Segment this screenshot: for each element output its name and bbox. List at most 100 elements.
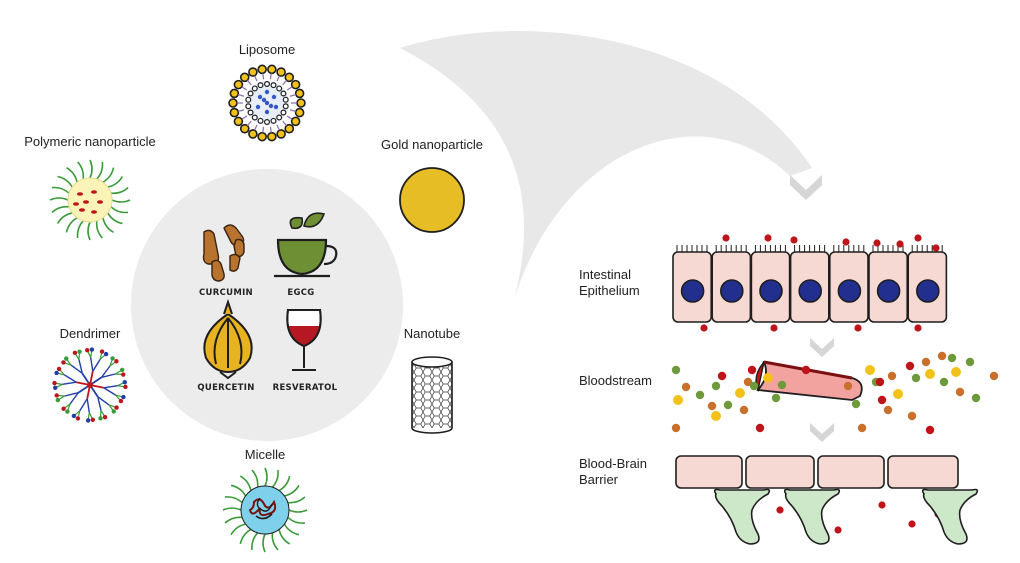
polymer-cargo [73,190,103,214]
gold-nanoparticle-icon [399,167,465,233]
micelle-label: Micelle [245,447,285,462]
polymer-chain [102,217,114,234]
polymer-chain [111,199,131,203]
lipid-tail [276,75,281,82]
polymer-chain [66,166,78,183]
lipid-head [245,96,252,103]
dendrimer-terminal [85,348,90,353]
dendrimer-terminal [54,370,59,376]
dendrimer-branch [103,384,118,389]
liposome-label: Liposome [239,42,295,57]
lipid-head [267,64,277,75]
particle [764,234,772,242]
particle [896,240,904,248]
dendrimer-terminal [114,359,119,364]
particle [790,236,798,244]
micelle-tail [251,469,259,488]
lipid-tail [289,109,296,113]
chevron-down-icon [810,338,834,357]
liposome-icon [228,64,306,142]
dendrimer-branch [97,396,102,411]
lipid-tail [241,115,248,120]
cargo-dot [271,94,277,100]
lipid-tail [282,120,288,127]
particle [673,395,683,405]
bbb-line1: Blood-Brain [579,456,647,471]
micelle-tail [262,533,266,553]
lipid-head [276,129,286,139]
lipid-head [290,79,301,90]
dendrimer-branch [78,359,83,374]
cargo-dot [91,190,97,194]
polymer-chain [95,220,103,239]
compounds-circle [131,169,403,441]
dendrimer-terminal [71,413,77,419]
particle [925,369,935,379]
micelle-tail [230,484,247,497]
lipid-head [280,109,287,116]
lipid-tail [269,73,272,80]
lipid-tail [238,93,245,97]
lipid-tail [276,124,281,131]
dendrimer-terminal [122,380,127,385]
onion-icon [203,298,253,380]
particle [834,526,842,534]
dendrimer-terminal [89,347,95,352]
dendrimer-branch [62,381,77,386]
bbb-line2: Barrier [579,472,619,487]
polymer-chain [76,220,84,239]
dendrimer-terminal [123,384,128,390]
lipid-head [270,82,277,89]
micelle-tail [287,516,306,524]
lipid-tail [253,75,258,82]
lipid-tail [262,73,265,80]
lipid-tail [289,93,296,97]
particle [777,380,787,390]
particle [955,387,965,397]
particle [770,324,778,332]
micelle-tail [264,467,268,487]
nucleus [915,279,940,303]
dendrimer-terminal [72,350,78,356]
particle [932,244,940,252]
circulating-particles [671,351,999,435]
intestinal-epithelium [672,234,948,332]
micelle-tail [283,523,300,536]
micelle-tail [224,516,243,524]
cargo-dot [83,200,89,204]
particle [843,381,853,391]
nucleus [719,279,744,303]
dendrimer-core [87,382,93,388]
particle [914,324,922,332]
dendrimer-branch [69,392,79,405]
bloodstream-label: Bloodstream [579,373,652,388]
micelle-tail [224,496,243,504]
micelle-tail [284,484,300,497]
cargo-dot [264,109,270,115]
particle [711,381,721,391]
particle [907,411,917,421]
particle [887,371,897,381]
lipid-head [228,98,238,108]
dendrimer-terminal [61,360,66,365]
curved-arrow [400,31,812,301]
particle [865,365,875,375]
lipid-head [248,67,258,77]
particle [671,423,681,433]
particle [681,382,691,392]
dendrimer-branch [97,396,110,406]
polymer-chain [102,167,115,183]
lipid-tail [246,79,252,86]
polymer-chains [49,159,131,241]
dendrimer-terminal [114,405,119,410]
lipid-head [282,96,289,103]
nucleus [798,279,823,303]
dendrimer-terminal [118,398,124,404]
lipid-tail [246,120,252,127]
lipid-head [248,129,258,139]
dendrimer-terminal [77,349,82,354]
lipid-head [247,109,254,116]
dendrimer-terminal [55,397,61,403]
lipid-head [257,82,264,89]
